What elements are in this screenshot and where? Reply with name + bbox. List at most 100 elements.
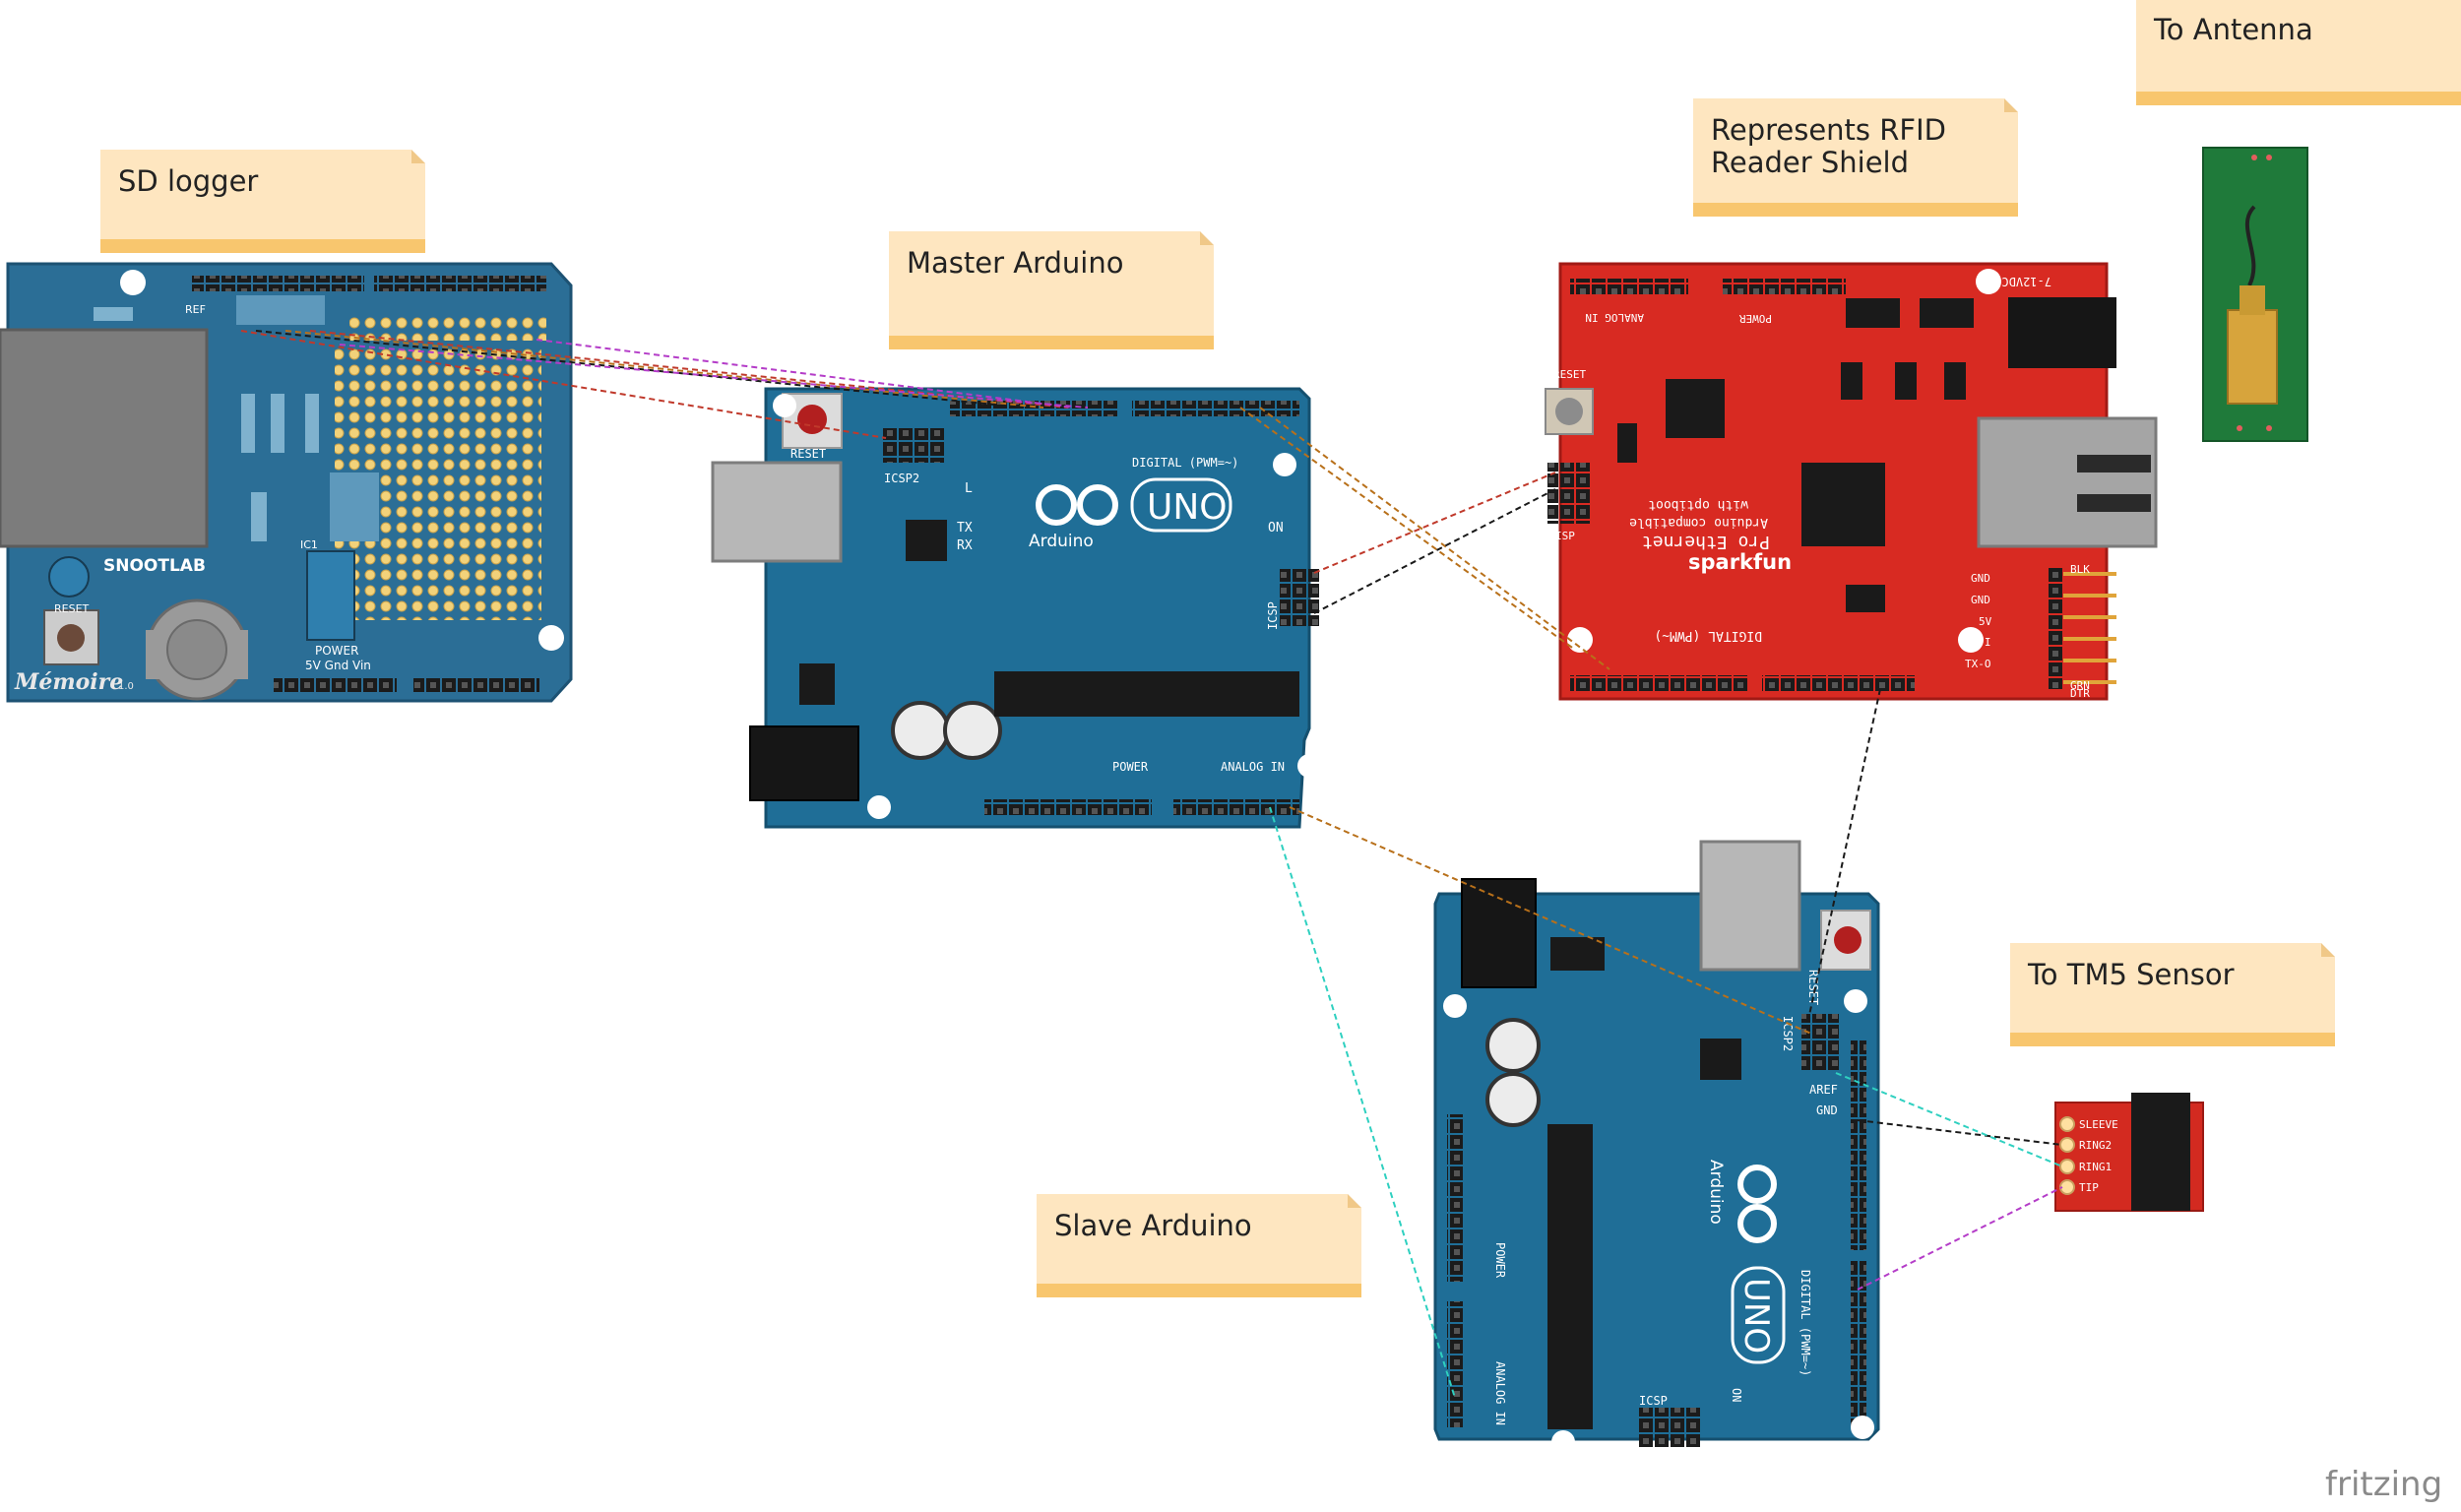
sd-version: 1.0 (118, 681, 134, 692)
fritzing-brand: fritzing (2325, 1465, 2443, 1504)
uno-badge (1731, 1266, 1786, 1364)
reset-button-cap[interactable] (57, 624, 85, 652)
slave-brand-label: Arduino (1706, 1160, 1726, 1225)
digital-header-left (1570, 675, 1747, 691)
arduino-infinity-logo (1036, 484, 1118, 526)
crystal (1846, 585, 1885, 612)
analog-header (1570, 279, 1688, 294)
capacitor (891, 701, 950, 760)
mount-hole (538, 625, 564, 651)
ethernet-jack (1977, 416, 2158, 548)
note-rfid-reader[interactable]: Represents RFID Reader Shield (1693, 98, 2018, 217)
slave-aref-label: AREF (1809, 1083, 1838, 1097)
wire-master-slave (1289, 806, 1812, 1035)
master-l-label: L (965, 481, 973, 496)
ftdi-pin-label: 5V (1979, 615, 1992, 628)
sd-reset-label: RESET (54, 602, 90, 615)
rfid-reader-shield: RESET ISP 7-12VDC ANALOG IN POWER DIGITA… (1545, 262, 2158, 701)
crystal (330, 472, 379, 541)
icsp-header (1280, 569, 1319, 626)
note-text: SD logger (118, 164, 259, 198)
isp-header (1547, 463, 1592, 524)
wire-sd-master (255, 330, 1025, 409)
mount-hole (1844, 989, 1867, 1013)
power-header (1447, 1114, 1463, 1282)
master-model-label: UNO (1147, 487, 1228, 528)
wire-master-slave (1269, 806, 1456, 1399)
note-sd-logger[interactable]: SD logger (100, 150, 425, 253)
sparkfun-logo: sparkfun (1688, 550, 1792, 574)
wire-sd-master (339, 344, 1089, 409)
capacitor (943, 701, 1002, 760)
atmega-chip (994, 671, 1299, 717)
reset-button-cap[interactable] (797, 405, 827, 434)
sma-connector (2227, 309, 2278, 405)
wire-slave-jack (1835, 1072, 2063, 1167)
rfid-analog-label: ANALOG IN (1585, 311, 1644, 324)
master-rx-label: RX (957, 538, 973, 553)
master-analog-label: ANALOG IN (1221, 760, 1285, 774)
note-text: Slave Arduino (1054, 1209, 1252, 1242)
dc-jack (749, 725, 859, 801)
audio-jack-breakout: SLEEVE RING2 RING1 TIP (2054, 1093, 2204, 1212)
resistor (241, 394, 255, 453)
mount-hole (1958, 627, 1984, 653)
mount-hole (1551, 1430, 1575, 1454)
regulator (1920, 298, 1974, 328)
capacitor (1485, 1072, 1541, 1127)
master-on-label: ON (1268, 521, 1284, 536)
mcu-chip (1801, 463, 1885, 546)
coin-cell (166, 619, 227, 680)
dc-jack (2008, 297, 2116, 368)
mount-hole (867, 795, 891, 819)
rfid-vdc-label: 7-12VDC (2001, 275, 2051, 288)
mount-hole (1851, 1416, 1874, 1439)
wire-master-rfid (1313, 488, 1556, 614)
usb-chip (906, 520, 947, 561)
regulator (1550, 937, 1605, 971)
wire-sd-master (240, 330, 887, 439)
note-master-arduino[interactable]: Master Arduino (889, 231, 1214, 349)
reset-button-cap[interactable] (1834, 926, 1862, 954)
power-header (984, 799, 1152, 815)
ftdi-pin-label: BLK (2070, 563, 2090, 576)
transistor (1944, 362, 1966, 400)
ftdi-pin-label: TX-O (1965, 658, 1991, 670)
regulator (1846, 298, 1900, 328)
reset-button-cap[interactable] (1555, 398, 1583, 425)
master-reset-label: RESET (790, 447, 826, 461)
slave-gnd-label: GND (1816, 1103, 1838, 1117)
resistor (305, 394, 319, 453)
mount-hole (120, 270, 146, 295)
mount-hole (1273, 453, 1296, 476)
sma-neck (2240, 285, 2265, 315)
note-to-antenna[interactable]: To Antenna (2136, 0, 2461, 105)
master-arduino: RESET ICSP2 DIGITAL (PWM=~) POWER ANALOG… (711, 387, 1321, 829)
wire-slave-jack (1857, 1186, 2063, 1291)
ftdi-pin-label: GRN (2070, 679, 2090, 692)
wires (240, 330, 2063, 1399)
ethernet-led (2077, 494, 2151, 512)
jack-pin-label: TIP (2079, 1181, 2099, 1194)
ftdi-pin-label: GND (1971, 572, 1990, 585)
uno-badge (1130, 477, 1232, 533)
digital-header-bottom (1851, 1260, 1866, 1427)
usb-b-port (1699, 840, 1801, 972)
sd-brand-label: SNOOTLAB (103, 556, 206, 576)
sd-ref-label: REF (185, 303, 206, 316)
wire-rfid-slave (1805, 688, 1881, 1030)
dc-jack (1461, 878, 1537, 988)
note-slave-arduino[interactable]: Slave Arduino (1037, 1194, 1361, 1297)
mount-hole (1976, 269, 2001, 294)
mount-hole (1567, 627, 1593, 653)
usb-b-port (711, 461, 843, 563)
ftdi-pin-label: DTR (2070, 687, 2090, 700)
note-to-tm5-sensor[interactable]: To TM5 Sensor (2010, 943, 2335, 1046)
component (1617, 423, 1637, 463)
sd-card-slot (0, 328, 209, 548)
note-text: Represents RFID Reader Shield (1711, 113, 1946, 179)
digital-header-top (1851, 1039, 1866, 1250)
audio-jack (2131, 1093, 2190, 1211)
note-text: To TM5 Sensor (2028, 958, 2235, 991)
transistor (1895, 362, 1917, 400)
